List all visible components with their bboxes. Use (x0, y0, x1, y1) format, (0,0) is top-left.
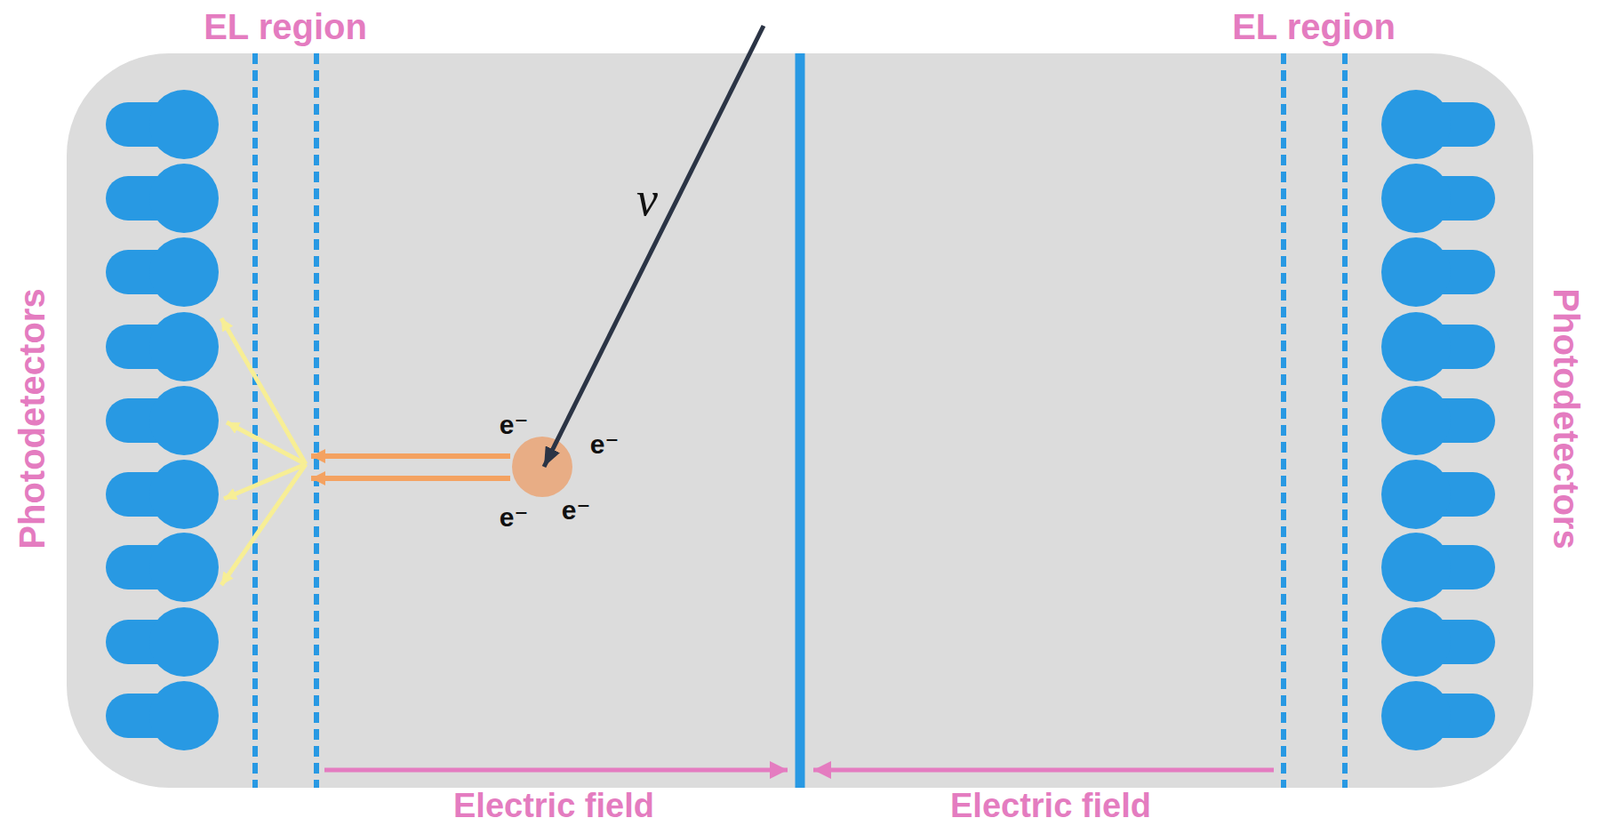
field-arrow (813, 768, 1274, 773)
electron-label: e⁻ (499, 411, 529, 439)
region-label: EL region (1232, 8, 1396, 45)
el-grid (255, 53, 1345, 788)
interaction-vertex (512, 436, 573, 497)
drift-electrons (311, 456, 511, 479)
electron-label: e⁻ (561, 496, 592, 524)
electron-label: e⁻ (499, 504, 529, 531)
detector-volume (66, 53, 1534, 788)
light-rays (221, 318, 306, 585)
photodetector-array-right (1381, 89, 1496, 751)
field-label: Electric field (453, 788, 655, 823)
neutrino-track (544, 25, 764, 467)
field-label: Electric field (950, 788, 1152, 823)
cathode (795, 53, 806, 788)
detector-label: Photodetectors (1548, 288, 1584, 549)
field-arrow (324, 768, 788, 773)
photodetector-array-left (105, 89, 219, 751)
electron-label: e⁻ (590, 431, 620, 458)
region-label: EL region (203, 8, 368, 45)
detector-label: Photodetectors (14, 288, 50, 549)
particle-symbol: ν (636, 175, 658, 224)
